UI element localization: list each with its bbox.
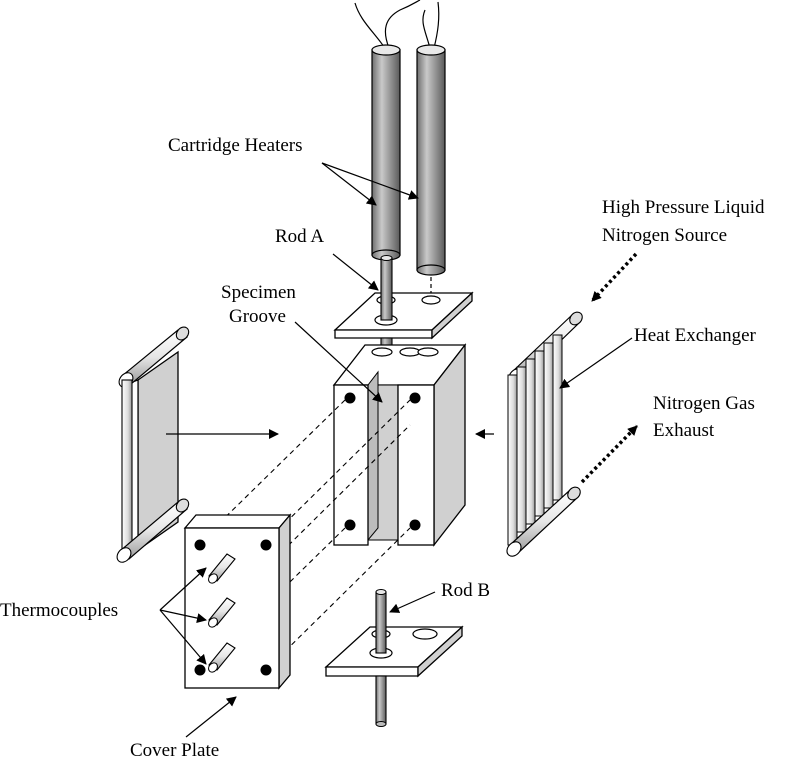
- label-hp-ln2-source-1: High Pressure Liquid: [602, 197, 765, 218]
- bottom-plate: [324, 625, 464, 678]
- leader-lines: [159, 162, 633, 738]
- label-heat-exchanger: Heat Exchanger: [634, 325, 757, 346]
- top-plate: [333, 291, 474, 340]
- cover-plate: [183, 513, 292, 690]
- label-cover-plate: Cover Plate: [130, 740, 219, 759]
- specimen-holder-block: [332, 343, 467, 547]
- ln2-inflow-arrow: [590, 252, 638, 303]
- heater-wires: [354, 0, 440, 49]
- thermocouple-2: [208, 597, 236, 628]
- label-cartridge-heaters: Cartridge Heaters: [168, 135, 303, 156]
- label-n2-exhaust-1: Nitrogen Gas: [653, 393, 755, 414]
- thermocouple-3: [208, 642, 236, 673]
- label-specimen-groove-2: Groove: [229, 306, 286, 327]
- n2-exhaust-arrow: [580, 424, 639, 484]
- cartridge-heater-left: [371, 44, 401, 261]
- label-hp-ln2-source-2: Nitrogen Source: [602, 225, 727, 246]
- left-heat-exchanger: [116, 326, 190, 563]
- thermocouple-1: [208, 553, 236, 584]
- label-rod-a: Rod A: [275, 226, 324, 247]
- label-specimen-groove-1: Specimen: [221, 282, 296, 303]
- label-thermocouples: Thermocouples: [0, 600, 118, 621]
- cartridge-heater-right: [416, 44, 446, 276]
- label-rod-b: Rod B: [441, 580, 490, 601]
- right-heat-exchanger: [506, 311, 583, 557]
- rod-b: [375, 589, 387, 727]
- label-n2-exhaust-2: Exhaust: [653, 420, 715, 441]
